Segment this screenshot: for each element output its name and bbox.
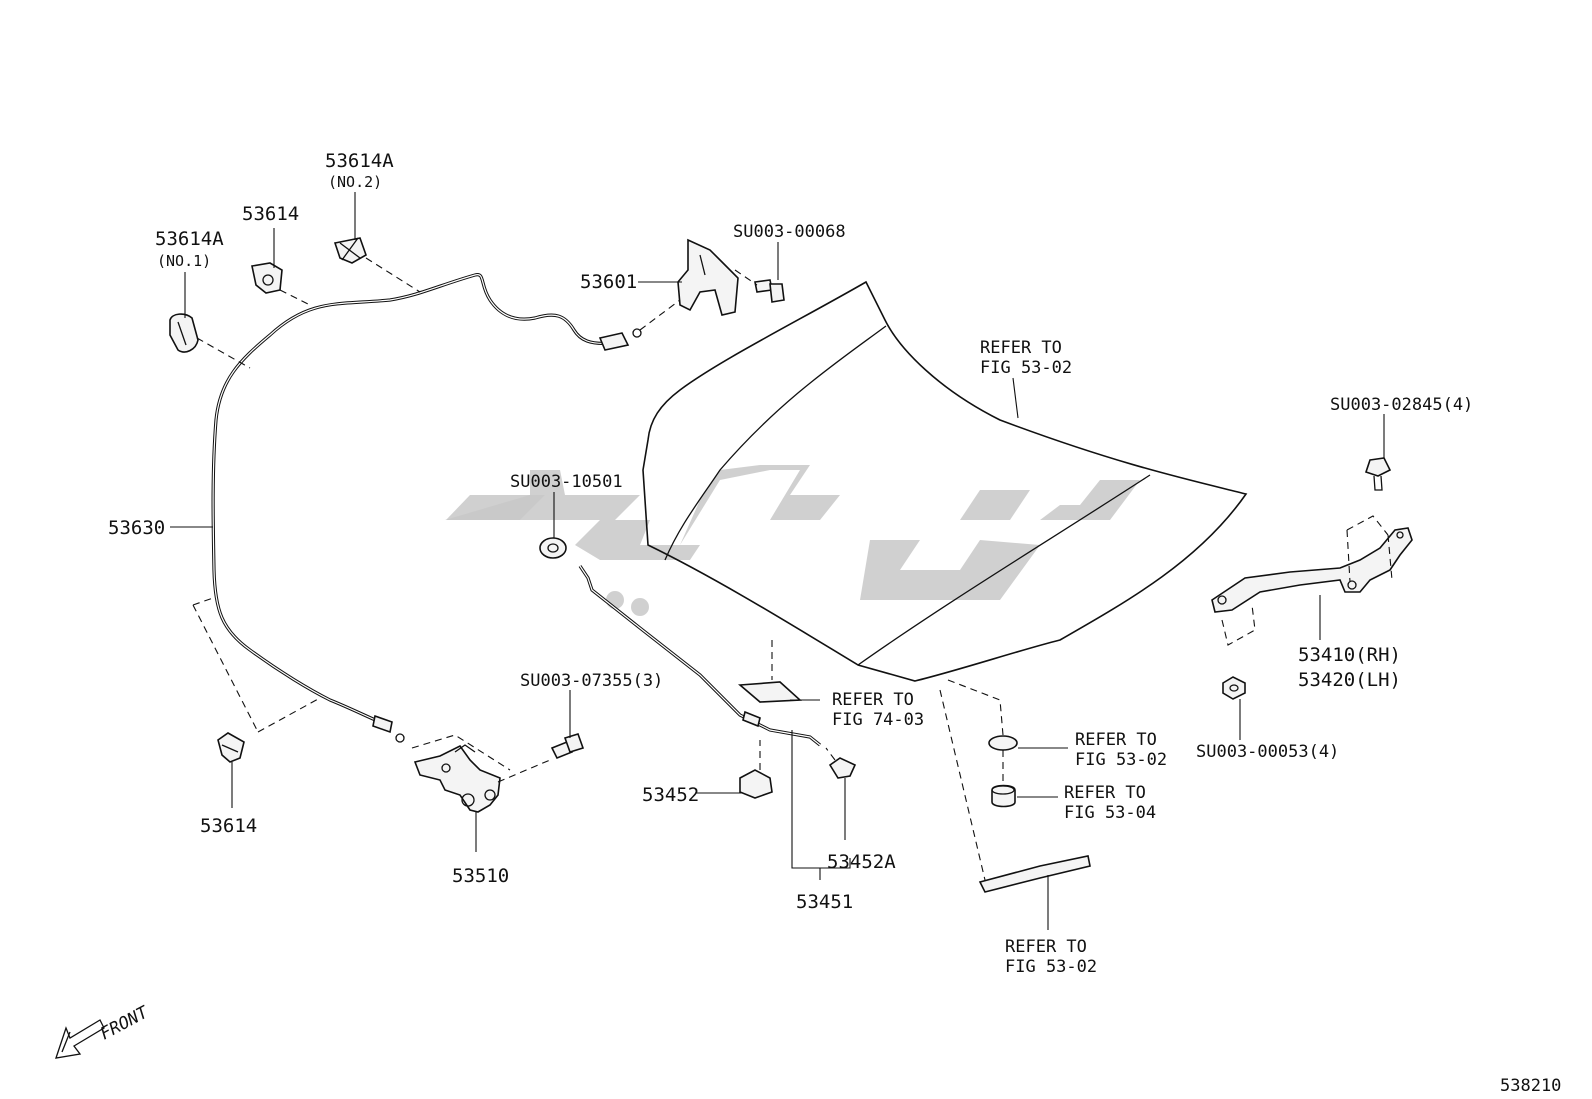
rod-holder-53452A [828, 757, 857, 779]
label-53630: 53630 [108, 517, 165, 539]
clamp-53614A-no1 [169, 313, 199, 353]
hood-panel [642, 280, 1248, 682]
label-ref-7403-2: FIG 74-03 [832, 710, 924, 730]
label-53410: 53410(RH) [1298, 644, 1401, 666]
watermark-logo [445, 465, 1140, 616]
label-53510: 53510 [452, 865, 509, 887]
hood-release-cable [211, 273, 642, 743]
figure-number: 538210 [1500, 1076, 1561, 1096]
clamp-53614A-no2 [333, 237, 367, 264]
hood-support-rod [578, 565, 821, 747]
release-lever [677, 238, 739, 316]
hood-bumper [991, 784, 1016, 808]
bolt-su003-07355 [550, 733, 585, 760]
label-ref-seal-1: REFER TO [1005, 937, 1087, 957]
label-su003-07355: SU003-07355(3) [520, 671, 663, 691]
washer-su003-10501 [539, 537, 567, 559]
label-53451: 53451 [796, 891, 853, 913]
label-ref-7403-1: REFER TO [832, 690, 914, 710]
hood-seal [978, 855, 1091, 893]
label-ref-cushion-1: REFER TO [1075, 730, 1157, 750]
hood-lock [413, 744, 501, 813]
bolt-su003-00068 [754, 279, 785, 303]
label-53420: 53420(LH) [1298, 669, 1401, 691]
label-53614A-no2: 53614A [325, 150, 394, 172]
front-direction-arrow-icon [55, 1019, 105, 1059]
bolt-su003-02845 [1364, 457, 1392, 491]
label-53601: 53601 [580, 271, 637, 293]
hood-cushion [988, 735, 1018, 751]
label-53614A-no1: 53614A [155, 228, 224, 250]
label-ref-5304-1: REFER TO [1064, 783, 1146, 803]
label-su003-00068: SU003-00068 [733, 222, 846, 242]
label-ref-hood-2: FIG 53-02 [980, 358, 1072, 378]
label-su003-10501: SU003-10501 [510, 472, 623, 492]
label-53614A-no2-sub: (NO.2) [328, 173, 382, 191]
label-53614-top: 53614 [242, 203, 299, 225]
label-ref-hood-1: REFER TO [980, 338, 1062, 358]
label-53614-bottom: 53614 [200, 815, 257, 837]
clamp-53614-bottom [217, 732, 245, 763]
label-su003-02845: SU003-02845(4) [1330, 395, 1473, 415]
hood-insulator-patch [737, 681, 802, 703]
label-ref-seal-2: FIG 53-02 [1005, 957, 1097, 977]
label-ref-cushion-2: FIG 53-02 [1075, 750, 1167, 770]
rod-holder-53452 [739, 769, 773, 799]
label-su003-00053: SU003-00053(4) [1196, 742, 1339, 762]
clamp-53614-top [251, 262, 283, 294]
leader-lines [170, 192, 1385, 930]
label-53614A-no1-sub: (NO.1) [157, 252, 211, 270]
label-ref-5304-2: FIG 53-04 [1064, 803, 1156, 823]
label-53452: 53452 [642, 784, 699, 806]
label-front: FRONT [97, 1002, 153, 1045]
nut-su003-00053 [1222, 676, 1246, 700]
hood-hinge [1211, 527, 1413, 613]
label-53452A: 53452A [827, 851, 896, 873]
